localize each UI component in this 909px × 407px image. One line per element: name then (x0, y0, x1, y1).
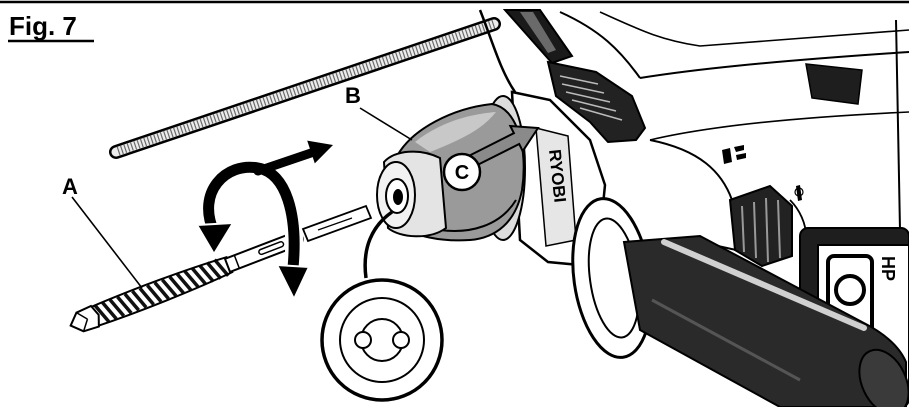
push-arrow-icon (466, 124, 540, 169)
insert-arrow-icon (253, 140, 333, 176)
bit-flute-stripe (190, 267, 208, 286)
callout-b-leader (359, 107, 413, 141)
bit-flute-stripe (93, 304, 111, 323)
shank-outline (301, 204, 373, 243)
callout-c: C (442, 152, 482, 192)
inset-locking-ball-right (392, 331, 410, 349)
mode-selector-knob (728, 184, 793, 268)
drill-bit (69, 231, 304, 333)
callout-a-label: A (62, 174, 78, 199)
bit-flute-stripe (205, 261, 223, 280)
bit-carbide-tip (69, 304, 100, 333)
tool-housing (478, 9, 909, 252)
bit-flute-stripe (153, 281, 170, 300)
side-handle-grip (622, 234, 909, 407)
bit-flute-stripe (138, 287, 155, 306)
bit-flutes (93, 258, 230, 323)
figure-label: Fig. 7 (9, 11, 77, 41)
bit-flute-stripe (146, 284, 163, 303)
bit-flute-stripe (131, 290, 148, 309)
bit-flute-stripe (213, 258, 230, 277)
mode-hammer-icon (722, 145, 746, 164)
callout-a-leader (71, 196, 143, 289)
mode-drill-icon (794, 185, 804, 201)
battery-badge-text: HP (878, 256, 898, 281)
bit-flute-stripe (123, 292, 140, 312)
inset-locking-ball-left (354, 331, 372, 349)
bit-flute-stripe (116, 295, 133, 315)
inset-leader (363, 210, 394, 279)
callout-b-label: B (345, 83, 361, 108)
depth-rod (109, 17, 501, 159)
bit-flute-stripe (175, 272, 193, 292)
bit-flute-stripe (108, 298, 126, 318)
chuck-magnified-inset (320, 278, 444, 402)
bit-flute-stripe (183, 269, 200, 289)
bit-flute-stripe (101, 301, 118, 320)
bit-flute-stripe (198, 264, 215, 283)
callout-c-label: C (455, 162, 469, 184)
bit-flute-stripe (160, 278, 178, 297)
chuck-bit-hole (393, 189, 403, 205)
bit-flute-stripe (168, 275, 185, 295)
selector-lever (546, 60, 647, 144)
bit-shank-slot (258, 241, 285, 256)
